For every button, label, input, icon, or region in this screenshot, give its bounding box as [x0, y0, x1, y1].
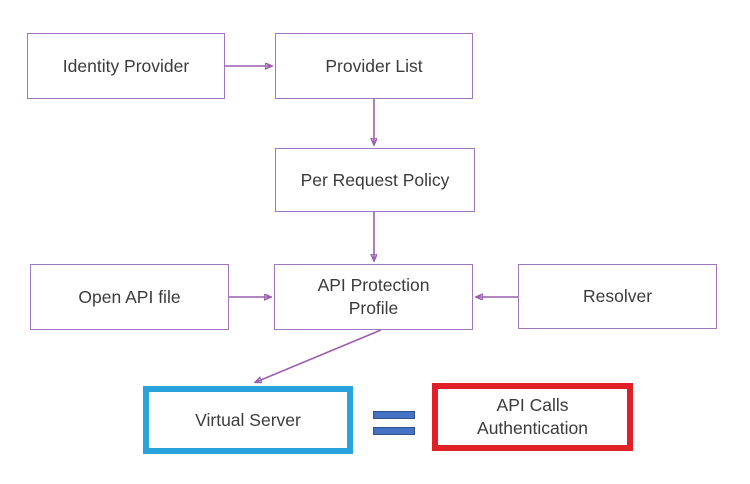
equals-bar-bottom: [373, 427, 415, 435]
node-api-protection-profile: API Protection Profile: [274, 264, 473, 330]
node-virtual-server: Virtual Server: [143, 386, 353, 454]
equals-icon: [373, 411, 415, 435]
node-api-calls-authentication: API Calls Authentication: [432, 383, 633, 451]
node-provider-list: Provider List: [275, 33, 473, 99]
node-label: API Calls Authentication: [477, 395, 588, 438]
node-label: Open API file: [78, 286, 181, 307]
node-label: Provider List: [325, 55, 423, 76]
node-label: API Protection Profile: [317, 275, 430, 318]
node-label: Virtual Server: [195, 409, 301, 430]
equals-bar-top: [373, 411, 415, 419]
node-label: Per Request Policy: [300, 169, 450, 190]
node-identity-provider: Identity Provider: [27, 33, 225, 99]
node-label: Resolver: [582, 286, 653, 306]
node-label: Identity Provider: [62, 55, 190, 76]
arrow-api-protection-to-virtual-server: [256, 329, 382, 382]
node-resolver: Resolver: [518, 264, 717, 329]
node-open-api-file: Open API file: [30, 264, 229, 330]
node-per-request-policy: Per Request Policy: [275, 148, 475, 212]
